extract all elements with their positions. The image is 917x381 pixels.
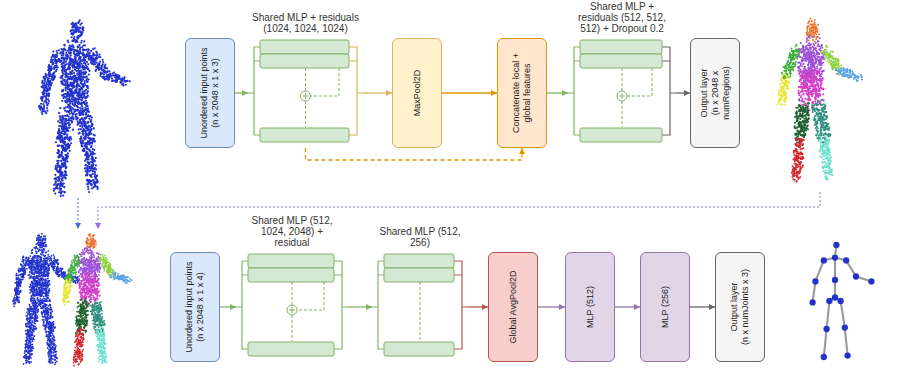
block-title: Shared MLP + residuals (512, 512, 512) +… [578, 1, 666, 34]
layer-stack [248, 38, 363, 148]
label-group: MaxPool2D [412, 43, 423, 143]
concat-box: Concatenate local + global features [497, 38, 547, 148]
box-label: MaxPool2D [412, 43, 423, 143]
pooling-box: MaxPool2D [392, 38, 442, 148]
block-heading: Shared MLP + residuals (512, 512, 512) +… [570, 1, 674, 34]
label-group: Output layer(n x numJoints x 3) [729, 257, 751, 357]
input-box: Unordered input points(n x 2048 x 1 x 3) [185, 38, 235, 148]
connector [363, 92, 392, 93]
connector [468, 306, 488, 307]
label-group: Unordered input points(n x 2048 x 1 x 4) [184, 257, 206, 357]
label-group: Global AvgPool2D [508, 257, 519, 357]
label-group: Unordered input points(n x 2048 x 1 x 3) [199, 43, 221, 143]
point-cloud [62, 233, 133, 366]
mlp-layers [568, 38, 676, 148]
box-label: Output layer [729, 257, 740, 357]
connector [615, 306, 640, 307]
box-label: Global AvgPool2D [508, 257, 519, 357]
mlp-layers [236, 252, 348, 362]
layer-stack [568, 38, 676, 148]
box-label: MLP (512) [585, 257, 596, 357]
connector [547, 92, 568, 93]
point-cloud [38, 19, 131, 197]
box-label: Output layer [699, 43, 710, 143]
mlp-block: Shared MLP + residuals (1024, 1024, 1024… [248, 12, 363, 148]
label-group: Output layer(n x 2048 x numRegions) [699, 43, 732, 143]
box-label: (n x 2048 x 1 x 4) [195, 257, 206, 357]
mlp-box: MLP (512) [565, 252, 615, 362]
mlp-block: Shared MLP (512, 1024, 2048) + residual [236, 215, 348, 362]
block-title: Shared MLP + residuals (1024, 1024, 1024… [252, 12, 359, 34]
box-label: (n x numJoints x 3) [740, 257, 751, 357]
mlp-block: Shared MLP (512, 256) [372, 226, 468, 362]
mlp-layers [372, 252, 468, 362]
point-cloud [777, 18, 863, 183]
label-group: Concatenate local + global features [511, 43, 533, 143]
box-label: MLP (256) [660, 257, 671, 357]
block-heading: Shared MLP (512, 1024, 2048) + residual [246, 215, 338, 248]
output-box: Output layer(n x numJoints x 3) [715, 252, 765, 362]
connector [676, 92, 690, 93]
block-heading: Shared MLP (512, 256) [374, 226, 466, 248]
layer-stack [236, 252, 348, 362]
point-cloud [12, 233, 80, 365]
connector [690, 306, 715, 307]
block-title: Shared MLP (512, 1024, 2048) + residual [252, 215, 333, 248]
skeleton [809, 242, 874, 360]
box-label: Unordered input points [184, 257, 195, 357]
mlp-layers [248, 38, 363, 148]
box-label: (n x 2048 x numRegions) [710, 43, 732, 143]
mlp-box: MLP (256) [640, 252, 690, 362]
box-label: (n x 2048 x 1 x 3) [210, 43, 221, 143]
connector [235, 92, 248, 93]
layer-stack [372, 252, 468, 362]
pooling-box: Global AvgPool2D [488, 252, 538, 362]
connector [306, 148, 523, 160]
box-label: Unordered input points [199, 43, 210, 143]
connector [442, 92, 497, 93]
box-label: Concatenate local + global features [511, 43, 533, 143]
label-group: MLP (256) [660, 257, 671, 357]
mlp-block: Shared MLP + residuals (512, 512, 512) +… [568, 1, 676, 148]
block-title: Shared MLP (512, 256) [380, 226, 461, 248]
output-box: Output layer(n x 2048 x numRegions) [690, 38, 740, 148]
block-heading: Shared MLP + residuals (1024, 1024, 1024… [250, 12, 362, 34]
connector [538, 306, 565, 307]
dotted-link [78, 198, 79, 229]
label-group: MLP (512) [585, 257, 596, 357]
connector [220, 306, 236, 307]
connector [348, 306, 372, 307]
input-box: Unordered input points(n x 2048 x 1 x 4) [170, 252, 220, 362]
dotted-link [98, 192, 820, 229]
